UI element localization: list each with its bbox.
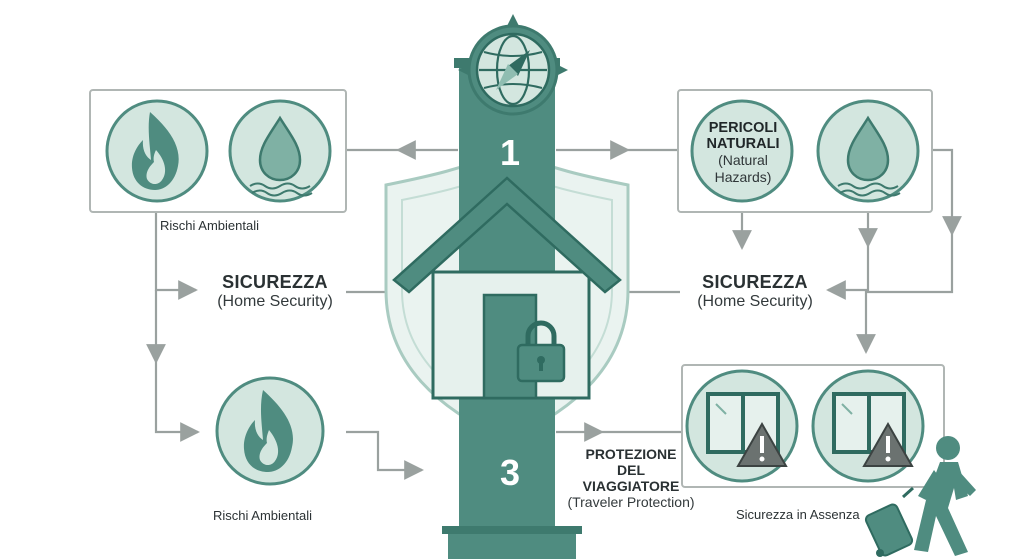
window-warning-icon [811,369,925,483]
fire-icon [215,376,325,486]
traveler-line2: DEL [617,462,645,478]
bottom-left-caption: Rischi Ambientali [213,508,312,523]
fire-icon [105,99,209,203]
traveler-sub: (Traveler Protection) [567,494,695,510]
traveler-line1: PROTEZIONE [585,446,677,462]
compass-globe-icon [458,14,568,116]
connector-lines [146,140,962,480]
security-left-title: SICUREZZA [222,272,328,292]
natural-hazards-label: PERICOLI NATURALI (Natural Hazards) [700,120,786,186]
step-number-top: 1 [499,132,521,173]
security-right-label: SICUREZZA (Home Security) [680,272,830,311]
traveler-protection-label: PROTEZIONE DEL VIAGGIATORE (Traveler Pro… [556,446,706,510]
bottom-right-caption: Sicurezza in Assenza [736,507,860,522]
traveler-line3: VIAGGIATORE [582,478,680,494]
traveler-icon [864,436,976,557]
security-right-subtitle: (Home Security) [697,293,813,310]
natural-hazards-badge [690,99,794,203]
security-left-label: SICUREZZA (Home Security) [200,272,350,311]
water-drop-icon [228,99,332,203]
hazard-sub-line2: Hazards) [714,169,772,185]
padlock-icon [516,320,566,383]
left-panel-caption: Rischi Ambientali [160,218,259,233]
hazard-title-line2: NATURALI [706,136,780,152]
security-left-subtitle: (Home Security) [217,293,333,310]
water-drop-icon [816,99,920,203]
window-warning-icon [685,369,799,483]
hazard-sub-line1: (Natural [718,152,768,168]
hazard-title-line1: PERICOLI [708,120,778,136]
step-number-bottom: 3 [499,452,521,493]
security-right-title: SICUREZZA [702,272,808,292]
